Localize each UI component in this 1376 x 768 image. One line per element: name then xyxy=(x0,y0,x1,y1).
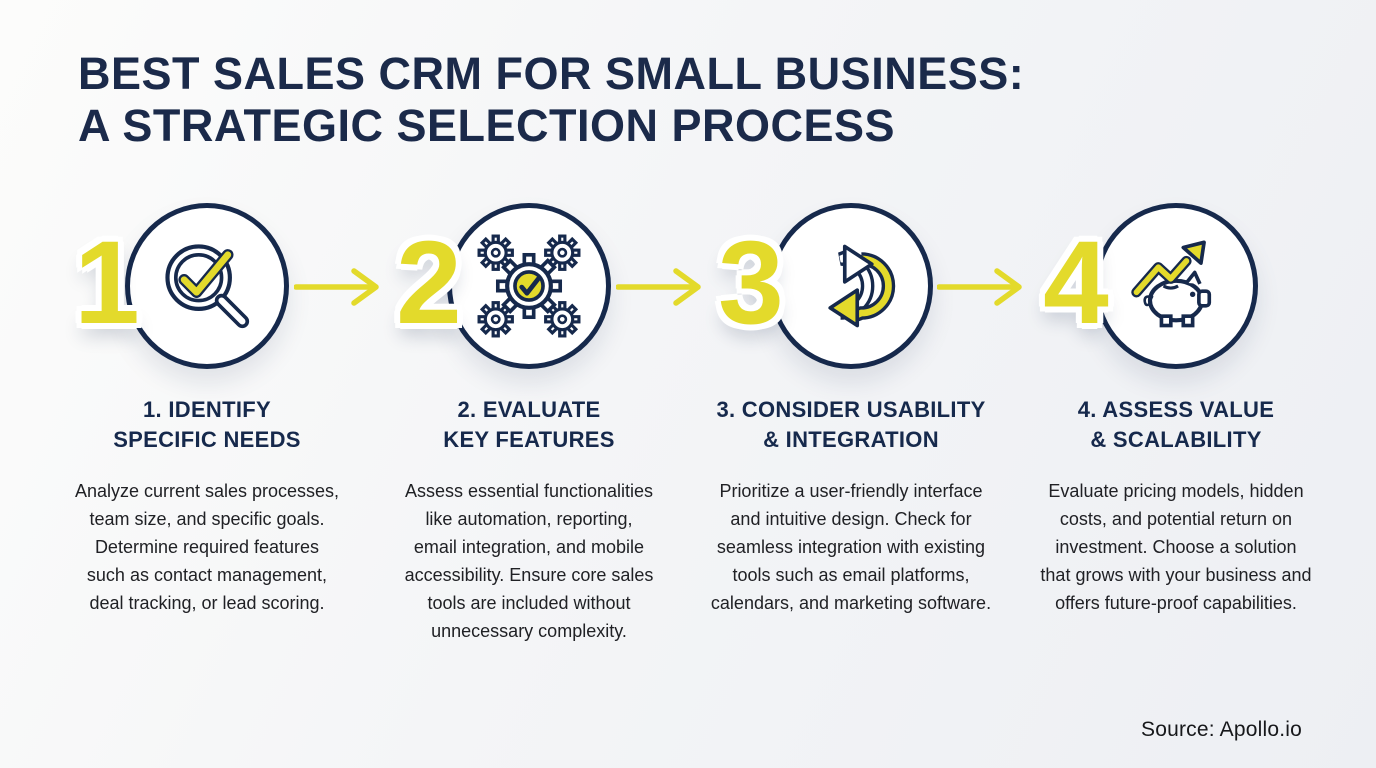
page-title-line2: A STRATEGIC SELECTION PROCESS xyxy=(78,100,896,151)
step-3-description: Prioritize a user-friendly interface and… xyxy=(710,481,992,613)
step-1-heading: 1. IDENTIFY SPECIFIC NEEDS xyxy=(113,397,301,452)
step-2-heading: 2. EVALUATE KEY FEATURES xyxy=(443,397,615,452)
step-3-number: 3 xyxy=(718,217,784,349)
piggy-bank-growth-icon xyxy=(1131,240,1212,328)
step-2-description: Assess essential functionalities like au… xyxy=(404,481,654,641)
step-3-heading: 3. CONSIDER USABILITY & INTEGRATION xyxy=(716,397,986,452)
step-3-circle xyxy=(769,203,933,369)
step-3: 3 3. CONSIDER USABILITY & INTEGRATION Pr… xyxy=(691,190,1011,617)
step-1-circle xyxy=(125,203,289,369)
step-2-circle xyxy=(447,203,611,369)
step-2-number: 2 xyxy=(396,217,462,349)
flow-arrow-icon xyxy=(616,268,701,306)
magnifier-check-icon xyxy=(165,244,250,329)
sync-arrows-icon xyxy=(828,244,896,328)
flow-arrow-icon xyxy=(294,268,379,306)
step-1-number: 1 xyxy=(74,217,140,349)
step-2: 2 xyxy=(369,190,689,645)
gears-check-icon xyxy=(477,234,581,338)
step-4-number: 4 xyxy=(1043,217,1109,349)
page-title-line1: BEST SALES CRM FOR SMALL BUSINESS: xyxy=(78,48,1025,99)
source-credit: Source: Apollo.io xyxy=(1140,718,1302,741)
step-4-description: Evaluate pricing models, hidden costs, a… xyxy=(1040,481,1312,613)
step-4-heading: 4. ASSESS VALUE & SCALABILITY xyxy=(1077,397,1275,452)
step-1: 1 1. IDENTIFY SPECIFIC NEEDS Analyze cur… xyxy=(47,190,367,617)
flow-arrow-icon xyxy=(937,268,1022,306)
step-4: 4 4. ASSESS VALUE & SCALABILITY Evaluate… xyxy=(1016,190,1336,617)
step-4-circle xyxy=(1094,203,1258,369)
page-title: BEST SALES CRM FOR SMALL BUSINESS: A STR… xyxy=(78,48,1078,152)
step-1-description: Analyze current sales processes, team si… xyxy=(74,481,340,613)
